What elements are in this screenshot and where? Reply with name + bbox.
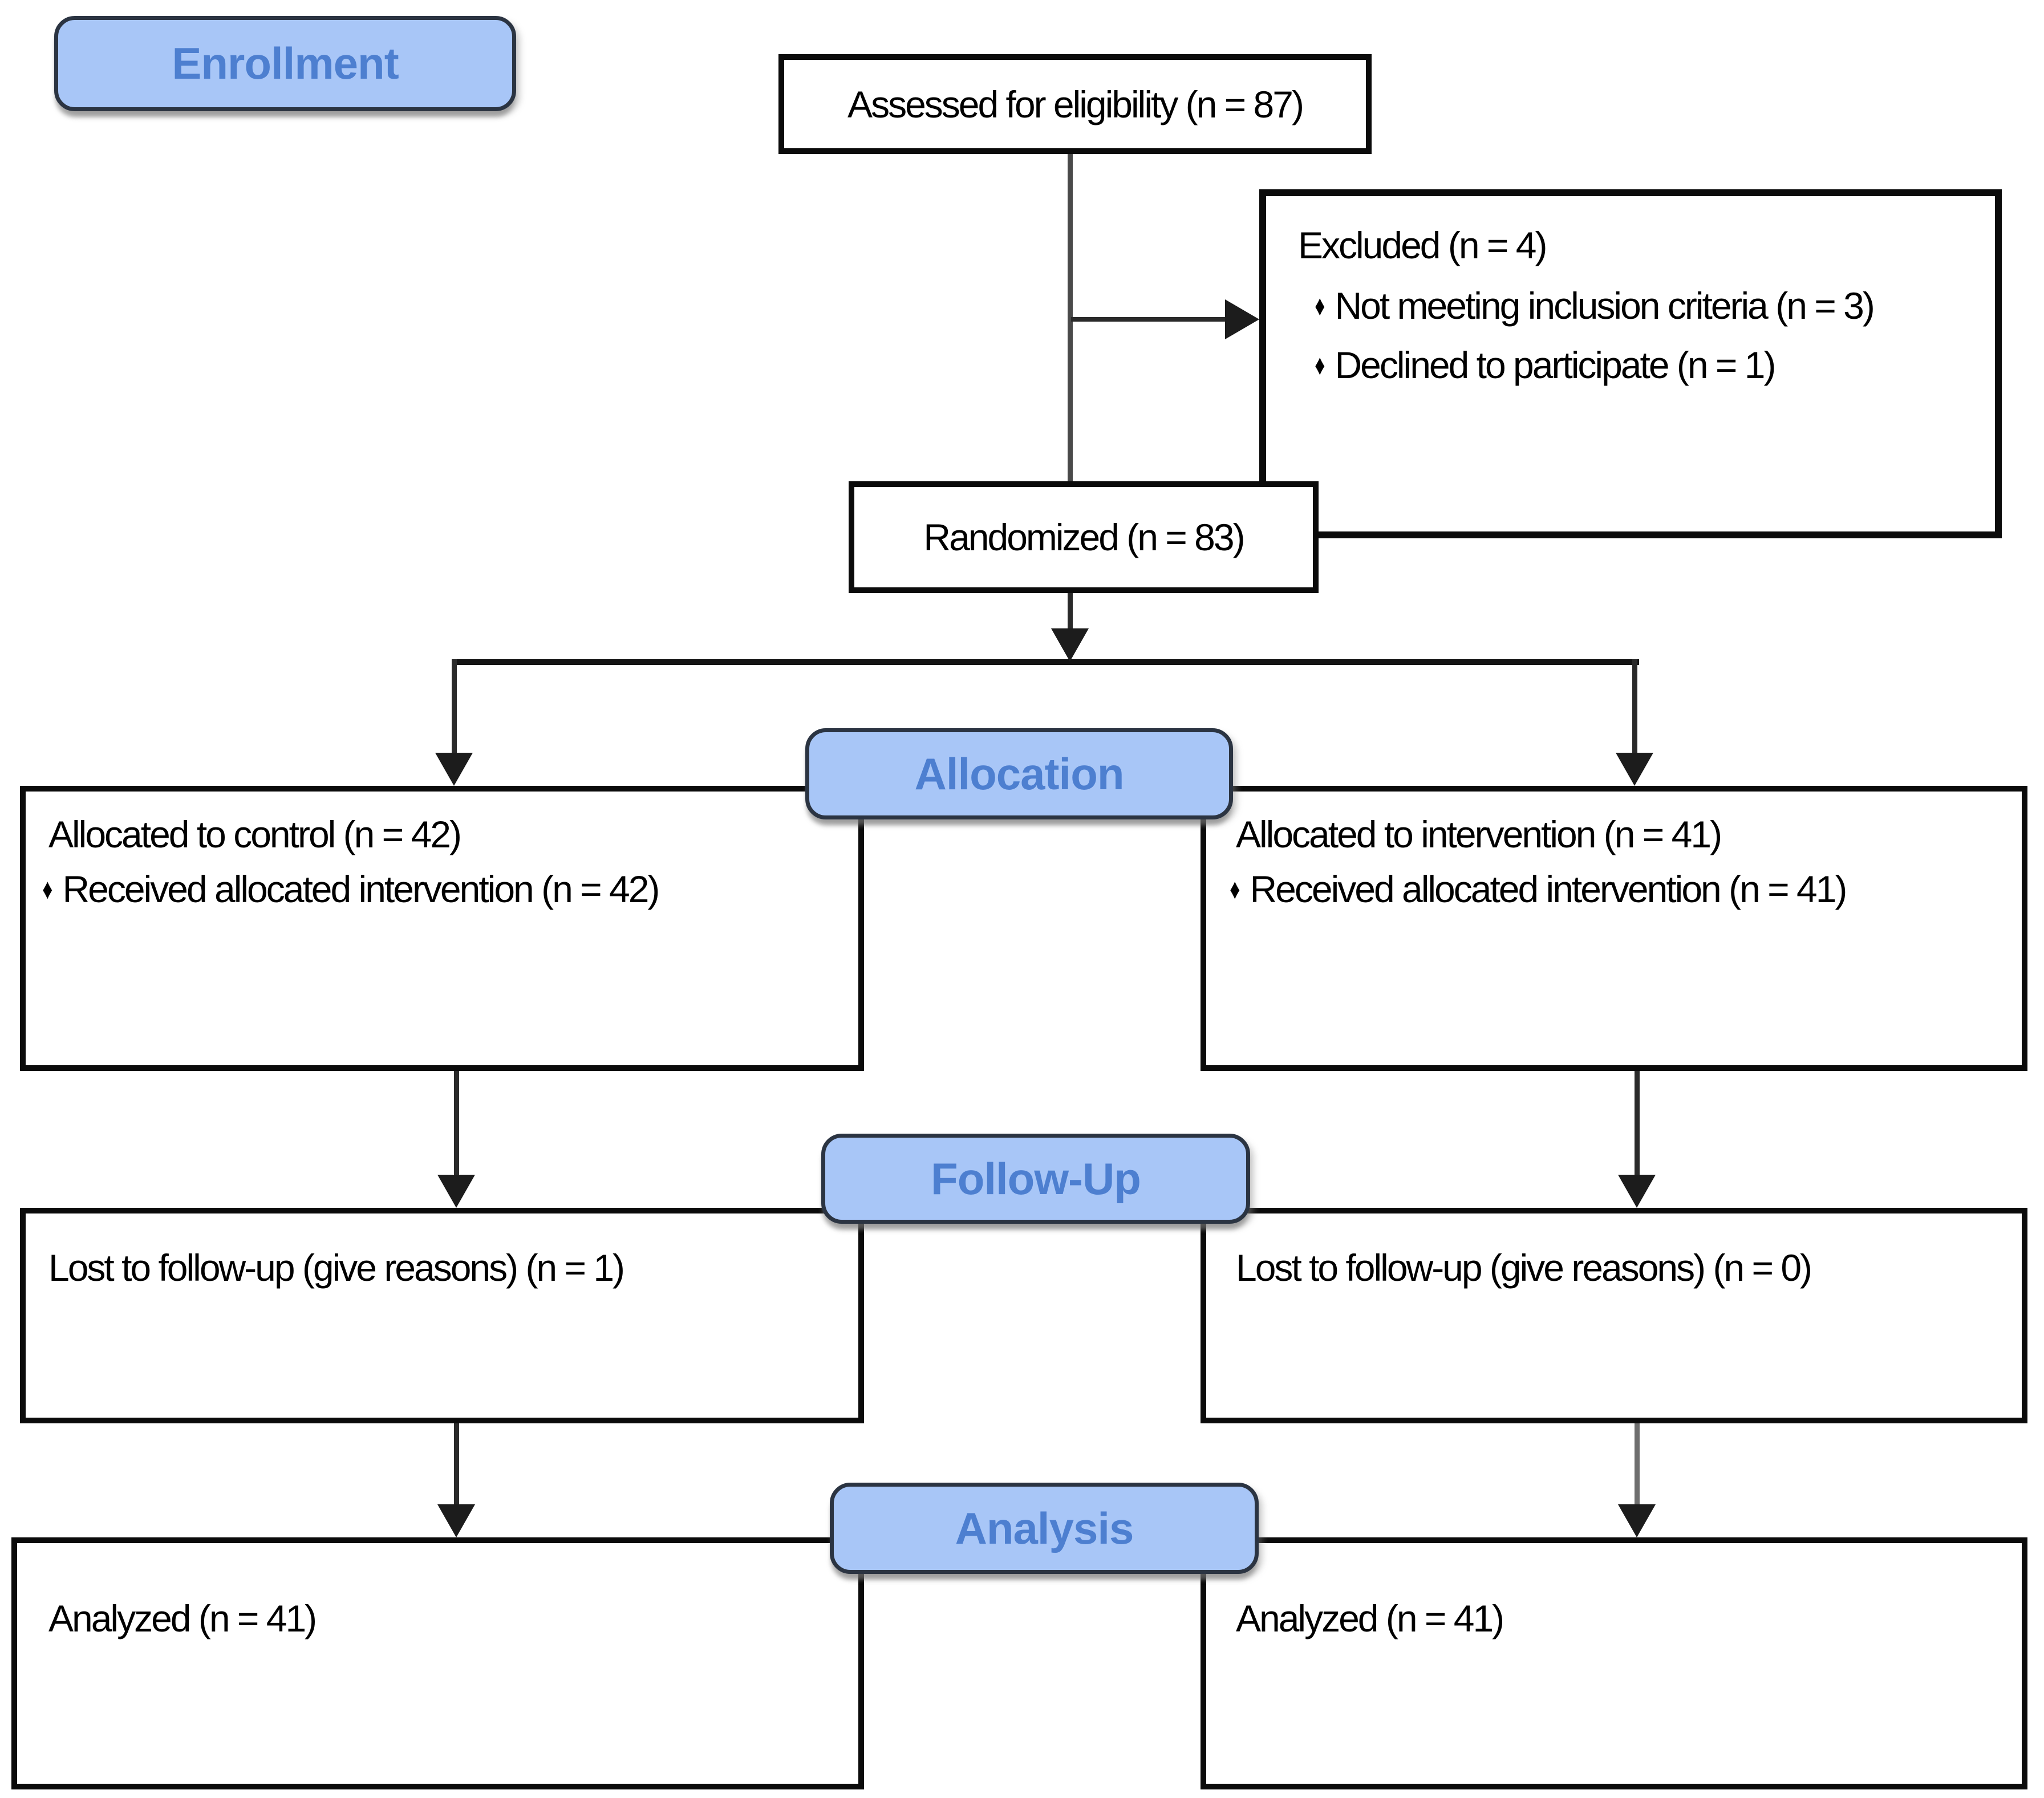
connector-randomized-to-split	[1068, 593, 1073, 631]
node-randomized-label: Randomized (n = 83)	[923, 516, 1245, 558]
arrow-down-icon	[1051, 628, 1089, 661]
connector-furight-to-analysis	[1635, 1423, 1640, 1507]
node-excluded-bullet-label: Declined to participate (n = 1)	[1335, 344, 1777, 386]
node-allocated-control-title: Allocated to control (n = 42)	[48, 813, 462, 855]
node-allocated-intervention: Allocated to intervention (n = 41) ♦ Rec…	[1201, 786, 2027, 1071]
arrow-down-icon	[437, 1504, 475, 1537]
node-lost-control: Lost to follow-up (give reasons) (n = 1)	[20, 1208, 864, 1423]
node-excluded-bullet-label: Not meeting inclusion criteria (n = 3)	[1335, 285, 1875, 327]
diamond-bullet-icon: ♦	[1315, 349, 1325, 381]
diamond-bullet-icon: ♦	[1315, 290, 1325, 322]
diamond-bullet-icon: ♦	[1230, 873, 1240, 905]
node-assessed-label: Assessed for eligibility (n = 87)	[847, 83, 1304, 125]
drop-left-to-allocation	[452, 659, 457, 755]
node-excluded: Excluded (n = 4) ♦ Not meeting inclusion…	[1259, 189, 2002, 538]
arrow-down-icon	[435, 753, 473, 786]
node-allocated-intervention-title: Allocated to intervention (n = 41)	[1236, 813, 1722, 855]
node-analyzed-intervention: Analyzed (n = 41)	[1201, 1537, 2027, 1789]
arrow-down-icon	[1616, 753, 1653, 786]
stage-allocation: Allocation	[805, 728, 1233, 819]
node-excluded-bullet: ♦ Declined to participate (n = 1)	[1313, 335, 1995, 395]
node-allocated-control-bullet-label: Received allocated intervention (n = 42)	[62, 868, 660, 910]
node-excluded-bullet: ♦ Not meeting inclusion criteria (n = 3)	[1313, 276, 1995, 335]
diamond-bullet-icon: ♦	[42, 873, 52, 905]
node-allocated-control-bullet: ♦ Received allocated intervention (n = 4…	[40, 864, 858, 914]
node-lost-control-label: Lost to follow-up (give reasons) (n = 1)	[48, 1247, 625, 1289]
node-randomized: Randomized (n = 83)	[849, 481, 1319, 593]
node-excluded-title: Excluded (n = 4)	[1298, 224, 1547, 266]
connector-branch-to-excluded	[1071, 317, 1226, 322]
arrow-right-icon	[1225, 299, 1259, 339]
split-line	[452, 659, 1639, 665]
node-analyzed-control: Analyzed (n = 41)	[11, 1537, 864, 1789]
stage-analysis: Analysis	[830, 1483, 1259, 1574]
node-analyzed-control-label: Analyzed (n = 41)	[48, 1597, 317, 1639]
arrow-down-icon	[1618, 1175, 1656, 1208]
arrow-down-icon	[1618, 1504, 1656, 1537]
node-allocated-control: Allocated to control (n = 42) ♦ Received…	[20, 786, 864, 1071]
stage-followup: Follow-Up	[821, 1134, 1250, 1224]
drop-right-to-allocation	[1632, 659, 1637, 755]
stage-enrollment: Enrollment	[54, 16, 516, 111]
connector-fuleft-to-analysis	[454, 1423, 459, 1507]
node-assessed: Assessed for eligibility (n = 87)	[778, 54, 1372, 154]
node-lost-intervention-label: Lost to follow-up (give reasons) (n = 0)	[1236, 1247, 1812, 1289]
node-allocated-intervention-bullet: ♦ Received allocated intervention (n = 4…	[1228, 864, 2022, 914]
node-lost-intervention: Lost to follow-up (give reasons) (n = 0)	[1201, 1208, 2027, 1423]
connector-assessed-to-randomized	[1068, 153, 1073, 481]
arrow-down-icon	[437, 1175, 475, 1208]
node-allocated-intervention-bullet-label: Received allocated intervention (n = 41)	[1250, 868, 1848, 910]
connector-allocright-to-followup	[1635, 1071, 1640, 1177]
node-analyzed-intervention-label: Analyzed (n = 41)	[1236, 1597, 1504, 1639]
connector-allocleft-to-followup	[454, 1071, 459, 1177]
